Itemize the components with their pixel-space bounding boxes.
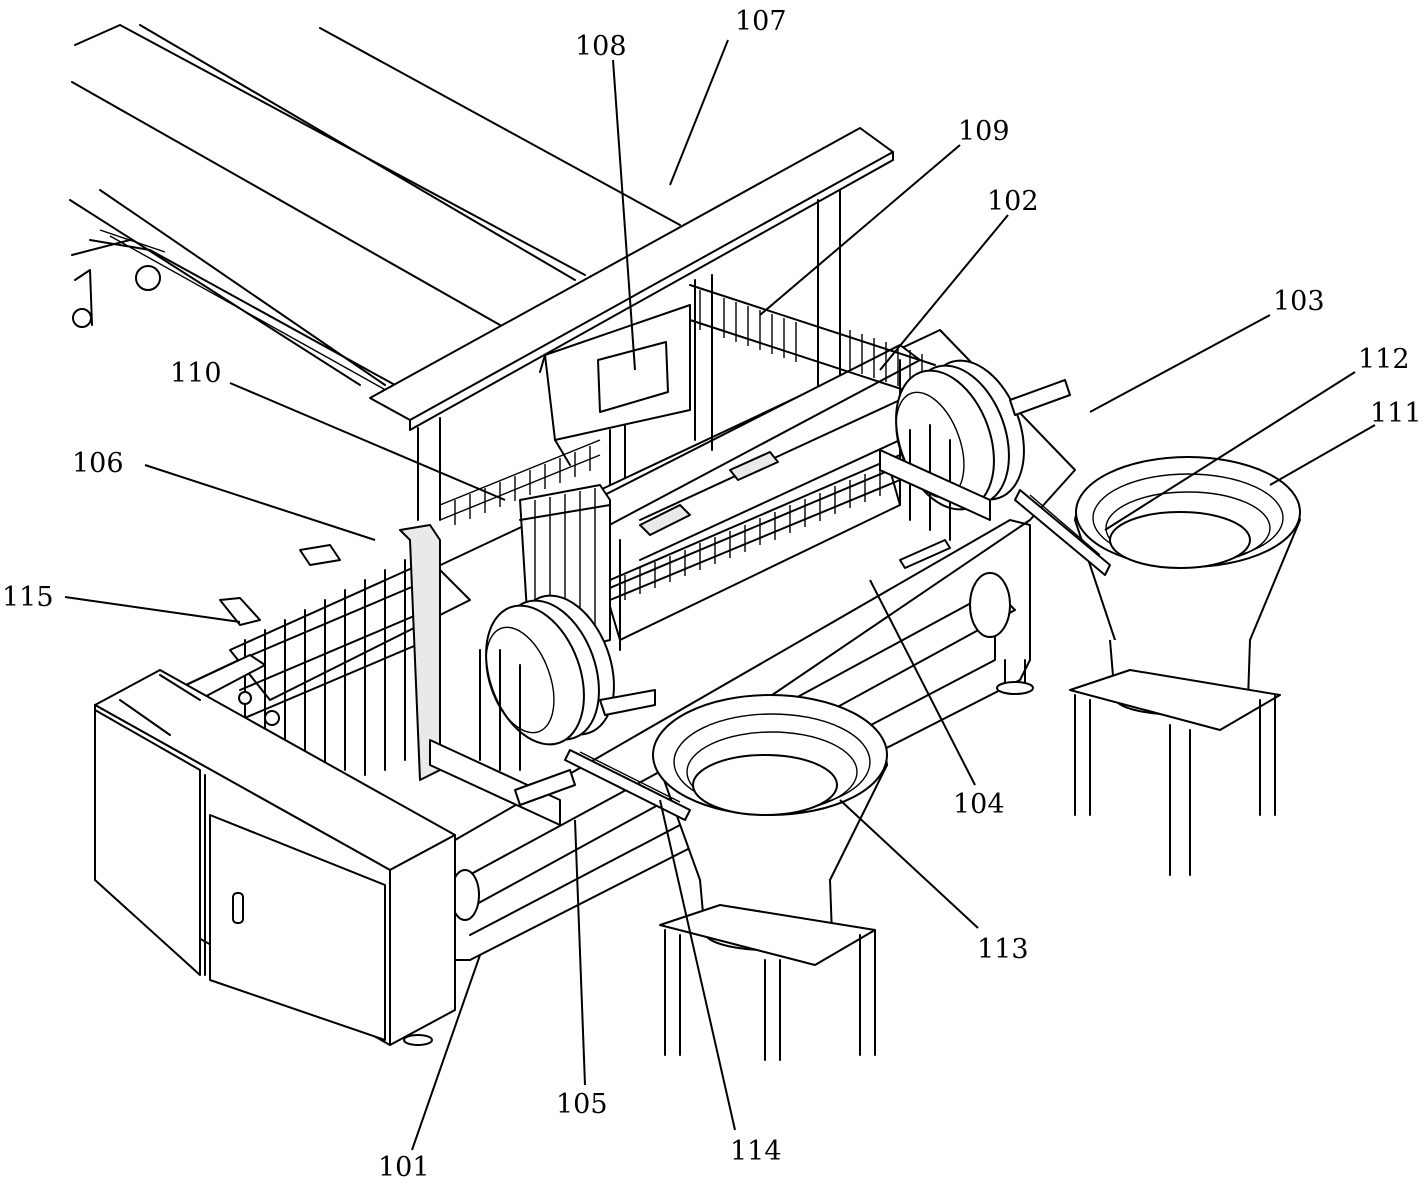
label-113: 113 bbox=[977, 934, 1029, 965]
label-105: 105 bbox=[556, 1089, 608, 1120]
right-bowl-feeder bbox=[1014, 456, 1301, 876]
front-bowl-feeder bbox=[564, 694, 888, 1061]
label-111: 111 bbox=[1370, 398, 1422, 429]
leader-115 bbox=[64, 596, 241, 623]
reference-labels: 107 108 109 102 103 112 111 110 106 115 … bbox=[2, 6, 1422, 1179]
leader-108 bbox=[612, 59, 636, 371]
leader-113 bbox=[839, 799, 979, 929]
label-115: 115 bbox=[2, 582, 54, 613]
label-102: 102 bbox=[987, 186, 1039, 217]
leader-110 bbox=[229, 382, 506, 501]
label-108: 108 bbox=[575, 31, 627, 62]
leader-101 bbox=[411, 954, 481, 1151]
rear-conveyor-table bbox=[69, 24, 681, 399]
leader-106 bbox=[144, 464, 376, 541]
track-assembly bbox=[574, 344, 921, 651]
leader-lines bbox=[64, 39, 1376, 1151]
label-112: 112 bbox=[1358, 344, 1410, 375]
label-106: 106 bbox=[72, 448, 124, 479]
label-109: 109 bbox=[958, 116, 1010, 147]
control-cabinet bbox=[94, 669, 456, 1046]
leader-111 bbox=[1269, 424, 1376, 486]
front-comb-rack bbox=[439, 439, 901, 601]
leader-114 bbox=[659, 799, 736, 1131]
display-box bbox=[539, 304, 691, 551]
leader-107 bbox=[669, 39, 729, 186]
label-114: 114 bbox=[730, 1136, 782, 1167]
leader-105 bbox=[574, 819, 586, 1086]
label-103: 103 bbox=[1273, 286, 1325, 317]
right-wheel bbox=[879, 359, 1071, 569]
label-107: 107 bbox=[735, 6, 787, 37]
leader-109 bbox=[759, 144, 961, 316]
leader-102 bbox=[879, 214, 1009, 371]
leader-104 bbox=[869, 579, 976, 786]
leader-112 bbox=[1104, 371, 1356, 531]
label-104: 104 bbox=[953, 789, 1005, 820]
label-110: 110 bbox=[170, 358, 222, 389]
label-101: 101 bbox=[378, 1152, 430, 1179]
leader-103 bbox=[1089, 314, 1271, 413]
left-wheel bbox=[429, 594, 656, 826]
